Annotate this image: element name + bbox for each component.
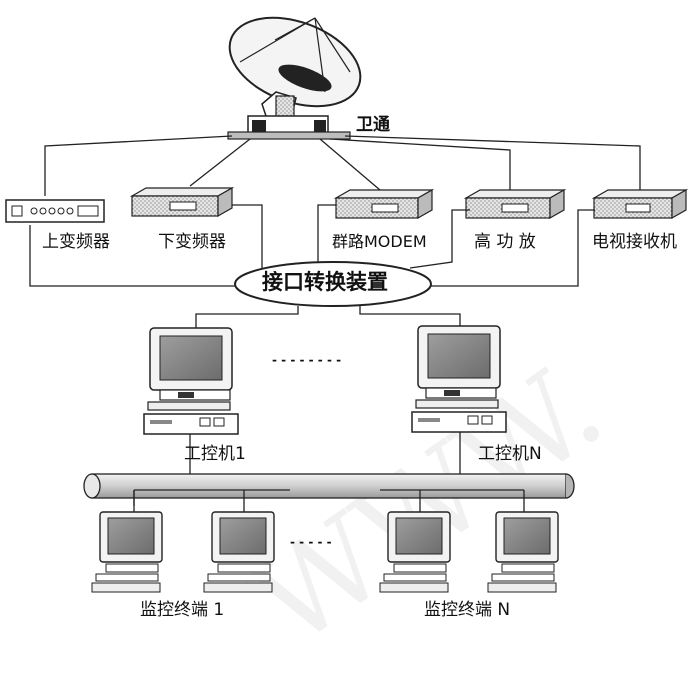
upper-ellipsis: - - - - - - - -	[272, 353, 342, 367]
down-converter-label: 下变频器	[158, 232, 226, 252]
interface-to-ipc-lines	[195, 306, 461, 328]
interface-converter-ellipse	[234, 261, 432, 307]
group-modem-device	[333, 188, 435, 220]
monitor-terminal-1-label: 监控终端 1	[140, 600, 225, 620]
group-modem-label: 群路MODEM	[332, 232, 427, 251]
terminal-computer-icon	[91, 511, 163, 593]
ipc-n-computer-icon	[411, 325, 507, 433]
network-diagram	[5, 16, 689, 593]
ipc-n-label: 工控机N	[478, 444, 542, 464]
down-converter-device	[129, 186, 235, 218]
high-power-amp-label: 高 功 放	[474, 232, 536, 252]
satellite-dish-icon	[227, 16, 362, 140]
terminal-computer-icon	[487, 511, 559, 593]
satellite-distribution-lines	[44, 135, 641, 196]
network-bus	[83, 473, 575, 499]
tv-receiver-device	[591, 188, 689, 220]
high-power-amplifier-device	[463, 188, 567, 220]
terminal-computer-icon	[203, 511, 275, 593]
interface-converter-label: 接口转换装置	[262, 270, 388, 294]
ipc-1-computer-icon	[143, 327, 239, 435]
bus-to-terminal-lines	[133, 489, 525, 512]
monitor-terminal-n-label: 监控终端 N	[424, 600, 511, 620]
terminal-computer-icon	[379, 511, 451, 593]
tv-receiver-label: 电视接收机	[592, 232, 677, 252]
ipc-1-label: 工控机1	[184, 444, 246, 464]
ipc-to-bus-lines	[189, 432, 461, 474]
up-converter-device	[5, 199, 105, 223]
lower-ellipsis: - - - - -	[290, 535, 332, 549]
satellite-label: 卫通	[356, 115, 390, 135]
device-to-interface-lines	[29, 204, 595, 287]
up-converter-label: 上变频器	[42, 232, 110, 252]
